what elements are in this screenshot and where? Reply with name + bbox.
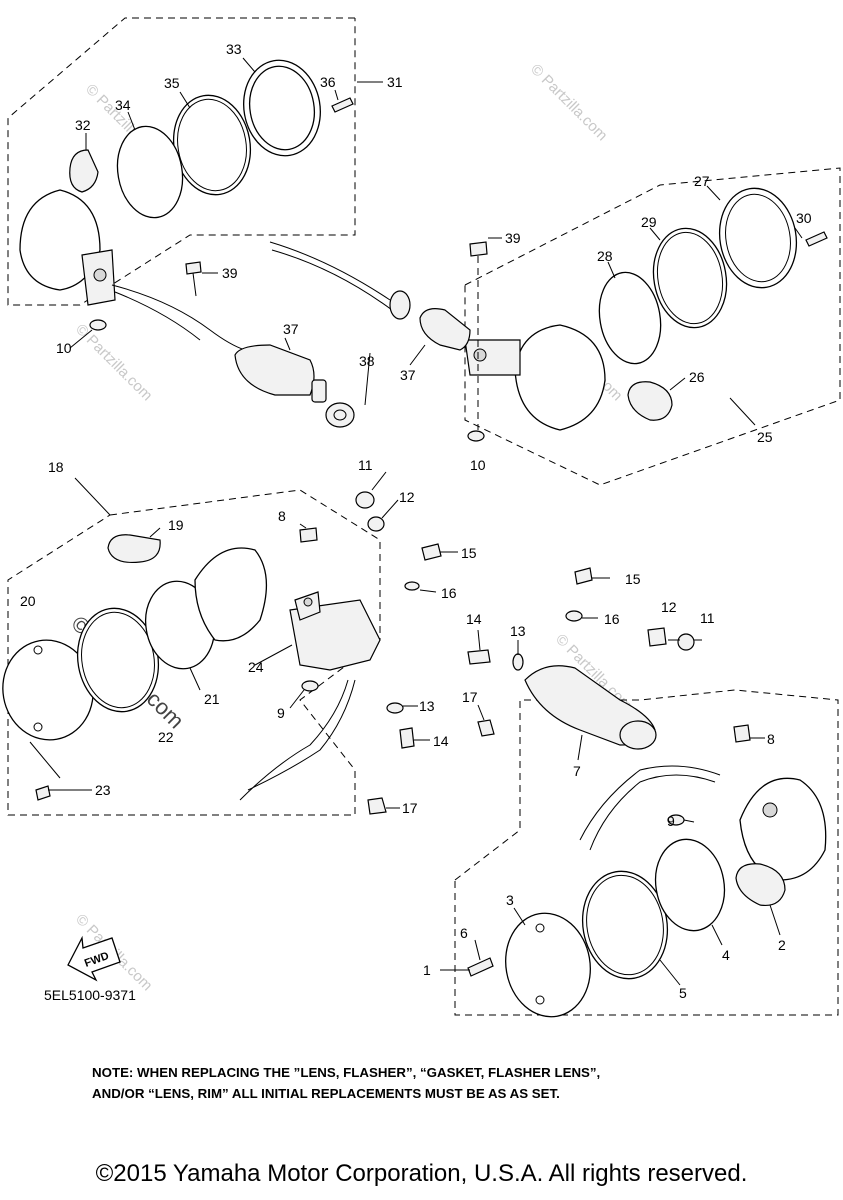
watermark: © Partzilla.com: [527, 61, 610, 144]
callout-25: 25: [757, 429, 773, 445]
callout-13b: 13: [419, 698, 435, 714]
callout-34: 34: [115, 97, 131, 113]
callout-15a: 15: [625, 571, 641, 587]
assembly-1: [440, 567, 839, 1018]
callout-16a: 16: [604, 611, 620, 627]
callout-12b: 12: [399, 489, 415, 505]
callout-4: 4: [722, 947, 730, 963]
callout-13a: 13: [510, 623, 526, 639]
assembly-25: [389, 167, 841, 486]
forward-arrow-icon: FWD: [67, 935, 121, 982]
assembly-18: [2, 471, 458, 816]
callout-19: 19: [168, 517, 184, 533]
callout-37a: 37: [283, 321, 299, 337]
callout-9a: 9: [667, 813, 675, 829]
callout-24: 24: [248, 659, 264, 675]
assembly-31: [7, 17, 393, 428]
callout-1: 1: [423, 962, 431, 978]
callout-23: 23: [95, 782, 111, 798]
watermark: © Partzilla.com: [72, 321, 155, 404]
callout-12a: 12: [661, 599, 677, 615]
callout-26: 26: [689, 369, 705, 385]
callout-33: 33: [226, 41, 242, 57]
callout-7: 7: [573, 763, 581, 779]
callout-15b: 15: [461, 545, 477, 561]
callout-3: 3: [506, 892, 514, 908]
callout-2: 2: [778, 937, 786, 953]
callout-39b: 39: [505, 230, 521, 246]
callout-9b: 9: [277, 705, 285, 721]
callout-11a: 11: [700, 610, 715, 626]
callout-27: 27: [694, 173, 710, 189]
callout-38: 38: [359, 353, 375, 369]
callout-17a: 17: [462, 689, 478, 705]
callout-36: 36: [320, 74, 336, 90]
replacement-note: NOTE: WHEN REPLACING THE ”LENS, FLASHER”…: [92, 1065, 601, 1101]
callout-37b: 37: [400, 367, 416, 383]
callout-35: 35: [164, 75, 180, 91]
callout-32: 32: [75, 117, 91, 133]
callout-39a: 39: [222, 265, 238, 281]
callout-22: 22: [158, 729, 174, 745]
callout-29: 29: [641, 214, 657, 230]
callout-20: 20: [20, 593, 36, 609]
callout-11b: 11: [358, 457, 373, 473]
callout-21: 21: [204, 691, 220, 707]
callout-14a: 14: [466, 611, 482, 627]
callout-14b: 14: [433, 733, 449, 749]
callout-10b: 10: [470, 457, 486, 473]
callout-18: 18: [48, 459, 64, 475]
part-code: 5EL5100-9371: [44, 987, 136, 1003]
callout-8a: 8: [767, 731, 775, 747]
callout-6: 6: [460, 925, 468, 941]
callout-28: 28: [597, 248, 613, 264]
callout-10a: 10: [56, 340, 72, 356]
callout-16b: 16: [441, 585, 457, 601]
callout-labels: 1 2 3 4 5 6 7 8 8 9 9 10 10 11 11 12 12 …: [20, 41, 812, 1001]
callout-30: 30: [796, 210, 812, 226]
copyright-text: ©2015 Yamaha Motor Corporation, U.S.A. A…: [95, 1160, 748, 1187]
callout-5: 5: [679, 985, 687, 1001]
callout-8b: 8: [278, 508, 286, 524]
parts-diagram: © Partzilla.com © Partzilla.com © Partzi…: [2, 17, 841, 1018]
callout-31: 31: [387, 74, 403, 90]
callout-17b: 17: [402, 800, 418, 816]
